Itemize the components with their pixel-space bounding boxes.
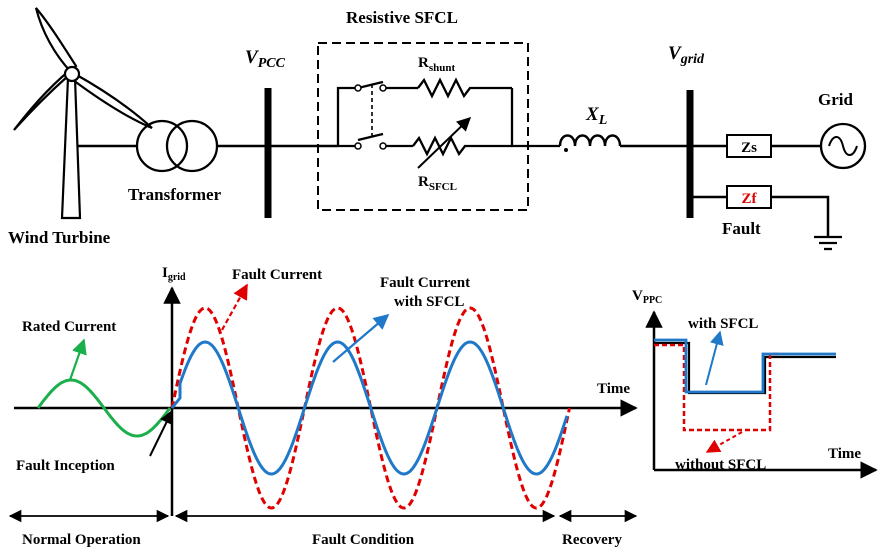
normal-operation-label: Normal Operation (22, 532, 141, 548)
rated-current-label: Rated Current (22, 319, 116, 335)
sine-icon (828, 136, 858, 156)
voltage-without-sfcl-trace (654, 343, 780, 432)
voltage-time-label: Time (828, 446, 861, 462)
zs-label: Zs (741, 140, 757, 156)
wind-turbine-label: Wind Turbine (8, 228, 111, 247)
wind-turbine-icon (13, 7, 153, 220)
fault-current-sfcl-label-2: with SFCL (394, 294, 464, 310)
vppc-label: VPPC (632, 288, 662, 306)
inductor-icon (558, 134, 690, 148)
wire-ground (771, 195, 830, 236)
sfcl-network (336, 77, 560, 157)
with-sfcl-label: with SFCL (688, 316, 758, 332)
v-grid-label: Vgrid (668, 43, 705, 67)
rated-current-wave (36, 378, 172, 438)
switch-contacts (354, 84, 387, 150)
inductor-dot (564, 148, 568, 152)
with-sfcl-arrow (705, 330, 724, 386)
voltage-with-sfcl-trace (654, 338, 836, 394)
rated-current-arrow (68, 338, 87, 381)
fault-current-sfcl-label-1: Fault Current (380, 275, 470, 291)
xl-label: XL (585, 104, 607, 128)
sfcl-title: Resistive SFCL (346, 8, 458, 27)
fault-current-sfcl-wave (170, 340, 569, 476)
ground-icon (814, 235, 842, 251)
fault-inception-label: Fault Inception (16, 458, 115, 474)
voltage-plot: VPPC Time with SFCL without SFCL (632, 288, 878, 479)
current-time-label: Time (597, 381, 630, 397)
transformer-icon (135, 119, 219, 173)
recovery-label: Recovery (562, 532, 622, 548)
r-sfcl-label: RSFCL (418, 174, 457, 193)
grid-label: Grid (818, 90, 853, 109)
fault-current-sfcl-arrow (332, 313, 390, 363)
transformer-label: Transformer (128, 185, 222, 204)
sfcl-box (317, 42, 529, 211)
current-plot: Igrid Time Rated Current Fault Current F… (8, 265, 638, 548)
without-sfcl-label: without SFCL (675, 457, 766, 473)
fault-condition-label: Fault Condition (312, 532, 415, 548)
zf-label: Zf (742, 191, 758, 207)
igrid-label: Igrid (162, 265, 186, 283)
fault-current-label: Fault Current (232, 267, 322, 283)
without-sfcl-arrow (705, 431, 743, 453)
fault-current-arrow (221, 283, 248, 331)
fault-label: Fault (722, 219, 761, 238)
v-pcc-label: VPCC (245, 47, 286, 71)
variable-resistor-arrow (417, 117, 472, 169)
voltage-baseline-trace (654, 341, 836, 395)
fault-inception-arrow (149, 409, 173, 457)
r-shunt-label: Rshunt (418, 55, 455, 74)
circuit-diagram: Wind Turbine Transformer VPCC Resistive … (8, 7, 867, 251)
